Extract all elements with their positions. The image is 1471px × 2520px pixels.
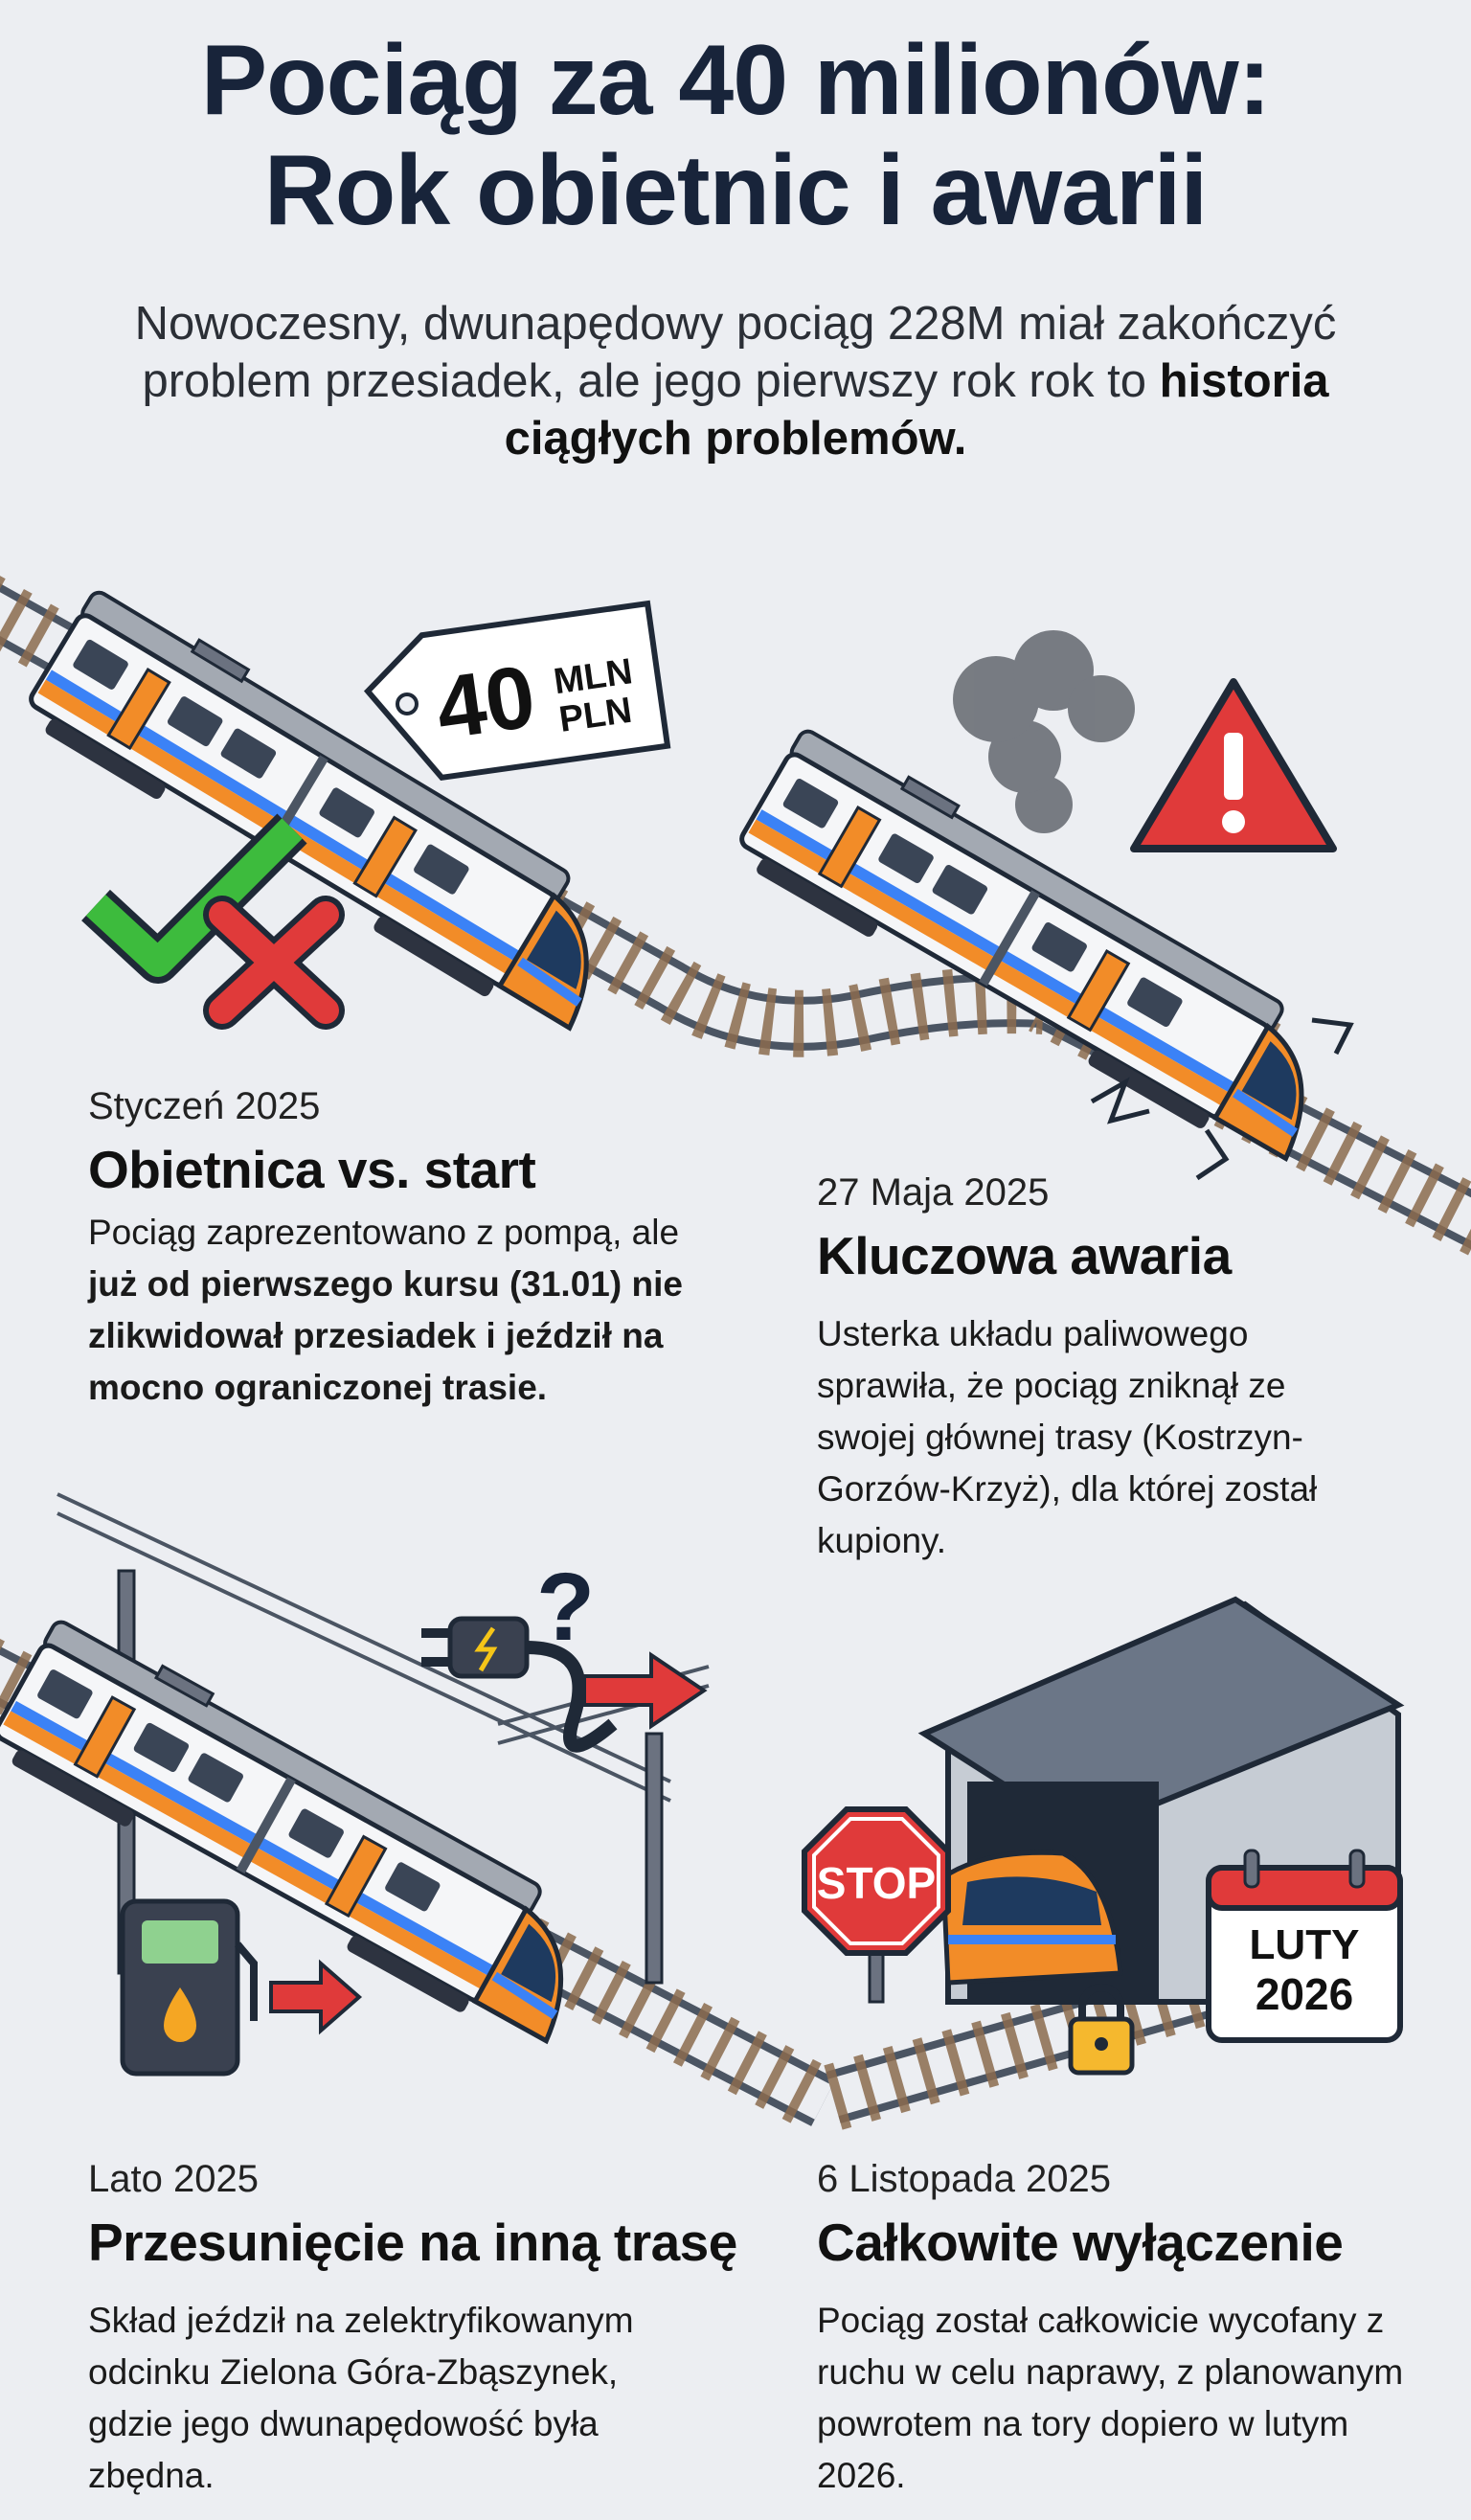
section-body-bold: już od pierwszego kursu (31.01) nie zlik…: [88, 1264, 683, 1407]
plug-icon: [421, 1616, 618, 1753]
section-date: Lato 2025: [88, 2158, 259, 2200]
catenary-pole: [645, 1732, 664, 1985]
section-date: 27 Maja 2025: [817, 1171, 1050, 1214]
section-title: Kluczowa awaria: [817, 1226, 1232, 1285]
lock-icon: [1068, 1984, 1135, 2076]
check-icon: [85, 818, 303, 977]
subtitle: Nowoczesny, dwunapędowy pociąg 228M miał…: [134, 295, 1337, 467]
calendar-icon: LUTY 2026: [1206, 1849, 1403, 2043]
section-body: Pociąg został całkowicie wycofany z ruch…: [817, 2301, 1404, 2495]
subtitle-text: Nowoczesny, dwunapędowy pociąg 228M miał…: [134, 298, 1337, 407]
warning-icon: [1130, 678, 1337, 852]
section-title: Obietnica vs. start: [88, 1140, 536, 1199]
price-tag: 40 MLN PLN: [363, 600, 671, 781]
timeline-section-may: 27 Maja 2025 Kluczowa awaria Usterka ukł…: [817, 1169, 1392, 1567]
section-title: Przesunięcie na inną trasę: [88, 2213, 737, 2272]
stop-sign: STOP: [802, 1806, 951, 2004]
crack-lines: [1090, 1017, 1354, 1181]
price-tag-number: 40: [430, 647, 541, 758]
question-mark: ?: [536, 1554, 595, 1661]
page-title-line-2: Rok obietnic i awarii: [263, 135, 1209, 246]
arrow-right-icon: [269, 1959, 363, 2035]
railway-track-top: [0, 576, 1471, 1258]
smoke-icon: [953, 630, 1135, 833]
calendar-month: LUTY: [1250, 1921, 1360, 1968]
price-tag-unit-pln: PLN: [556, 691, 634, 740]
section-title: Całkowite wyłączenie: [817, 2213, 1344, 2272]
stop-sign-text: STOP: [817, 1858, 936, 1908]
arrow-right-icon: [582, 1651, 708, 1730]
timeline-section-summer: Lato 2025 Przesunięcie na inną trasę Skł…: [88, 2155, 737, 2502]
section-body: Usterka układu paliwowego sprawiła, że p…: [817, 1314, 1318, 1560]
subtitle-emphasis: historia ciągłych problemów.: [504, 355, 1329, 465]
timeline-section-november: 6 Listopada 2025 Całkowite wyłączenie Po…: [817, 2155, 1430, 2502]
section-date: Styczeń 2025: [88, 1085, 321, 1127]
timeline-section-january: Styczeń 2025 Obietnica vs. start Pociąg …: [88, 1082, 701, 1414]
section-body: Skład jeździł na zelektryfikowanym odcin…: [88, 2301, 634, 2495]
cross-icon: [203, 896, 345, 1030]
page-title-line-1: Pociąg za 40 milionów:: [200, 25, 1271, 136]
section-body-plain: Pociąg zaprezentowano z pompą, ale: [88, 1213, 680, 1252]
fuel-pump-icon: [120, 1898, 258, 2077]
train-in-depot: [940, 1850, 1123, 1986]
calendar-year: 2026: [1256, 1969, 1353, 2019]
section-body: Pociąg zaprezentowano z pompą, ale już o…: [88, 1207, 701, 1414]
section-date: 6 Listopada 2025: [817, 2158, 1111, 2200]
